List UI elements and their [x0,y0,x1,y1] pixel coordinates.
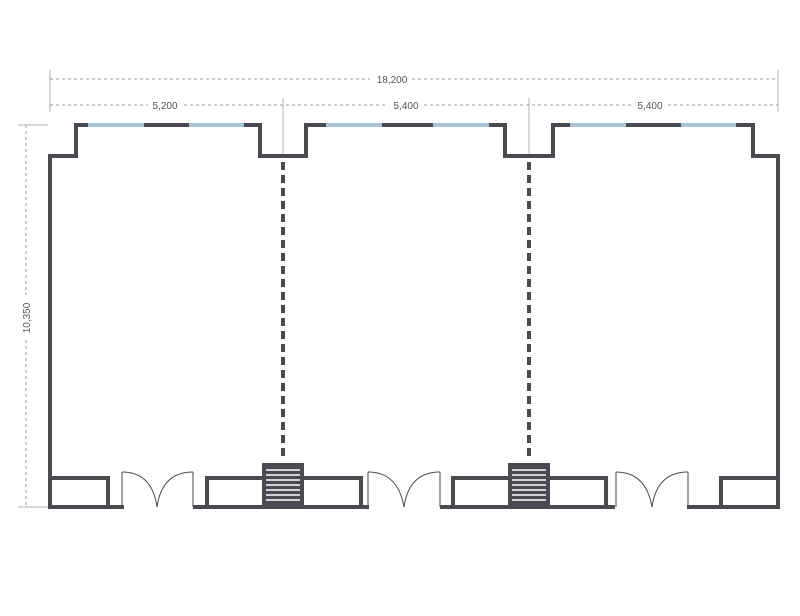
depth-label: 10,350 [22,302,33,333]
bay-2-width-label: 5,400 [393,101,418,112]
stair-1 [262,463,304,507]
total-width-label: 18,200 [377,75,408,86]
door-1 [121,471,194,508]
stair-2 [508,463,550,507]
bay-1-width-label: 5,200 [152,101,177,112]
door-2 [367,471,441,508]
bay-3-width-label: 5,400 [637,101,662,112]
door-3 [615,471,689,508]
outer-wall [48,123,780,509]
dimension-lines [18,70,779,508]
